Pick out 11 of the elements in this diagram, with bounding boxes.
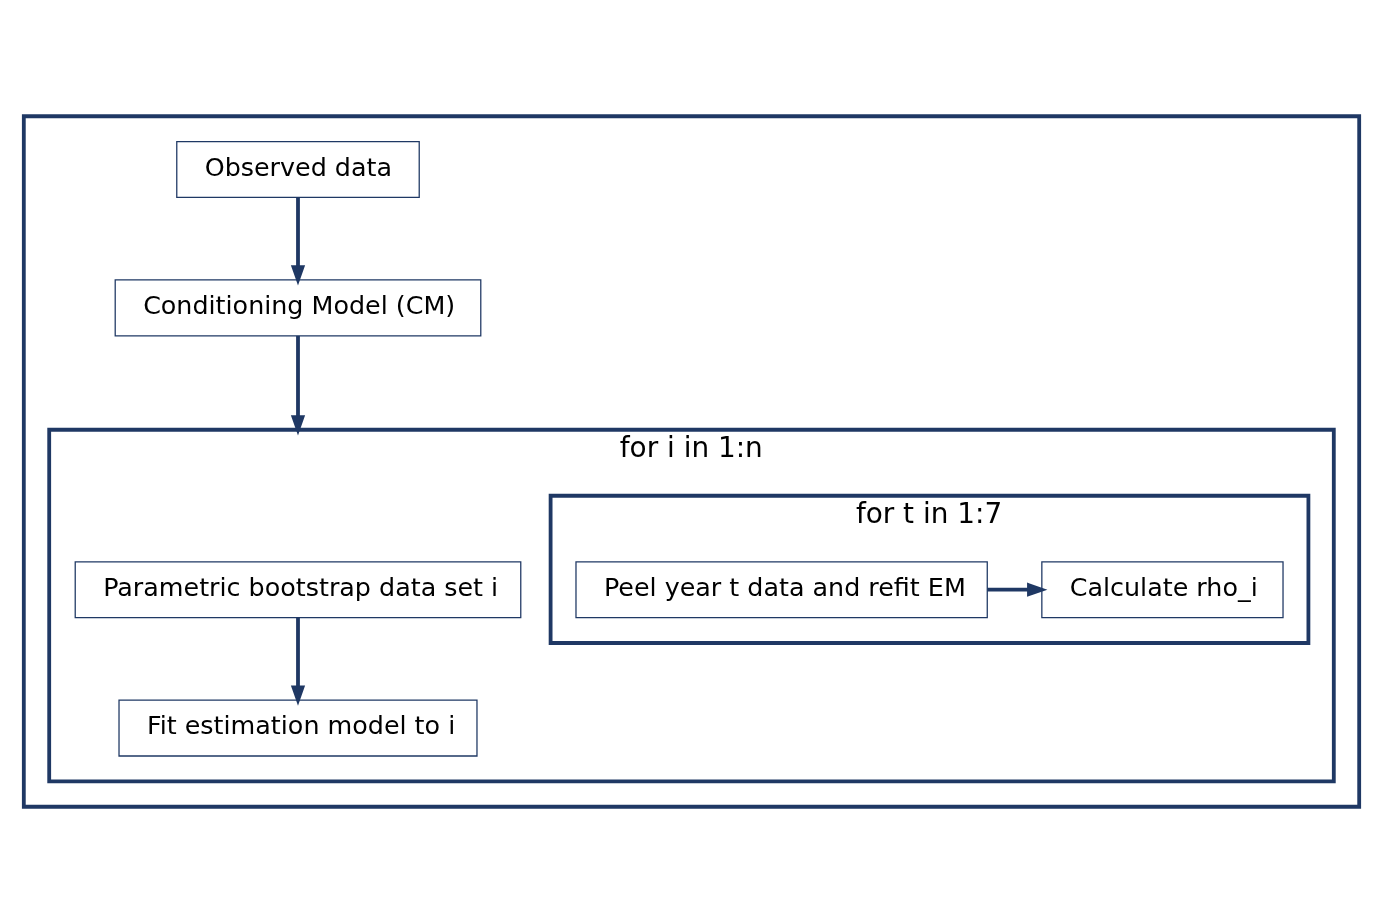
arrow xyxy=(290,197,306,286)
cluster xyxy=(21,113,1362,809)
arrow xyxy=(290,617,306,706)
node-box: Calculate rho_i xyxy=(1041,560,1284,618)
arrow xyxy=(290,335,306,436)
node-box: Peel year t data and refit EM xyxy=(575,560,988,618)
node-box: Fit estimation model to i xyxy=(118,699,478,757)
node-box: Conditioning Model (CM) xyxy=(114,278,482,336)
arrow xyxy=(987,582,1048,597)
node-box: Parametric bootstrap data set i xyxy=(74,560,522,618)
node-box: Observed data xyxy=(176,140,420,198)
